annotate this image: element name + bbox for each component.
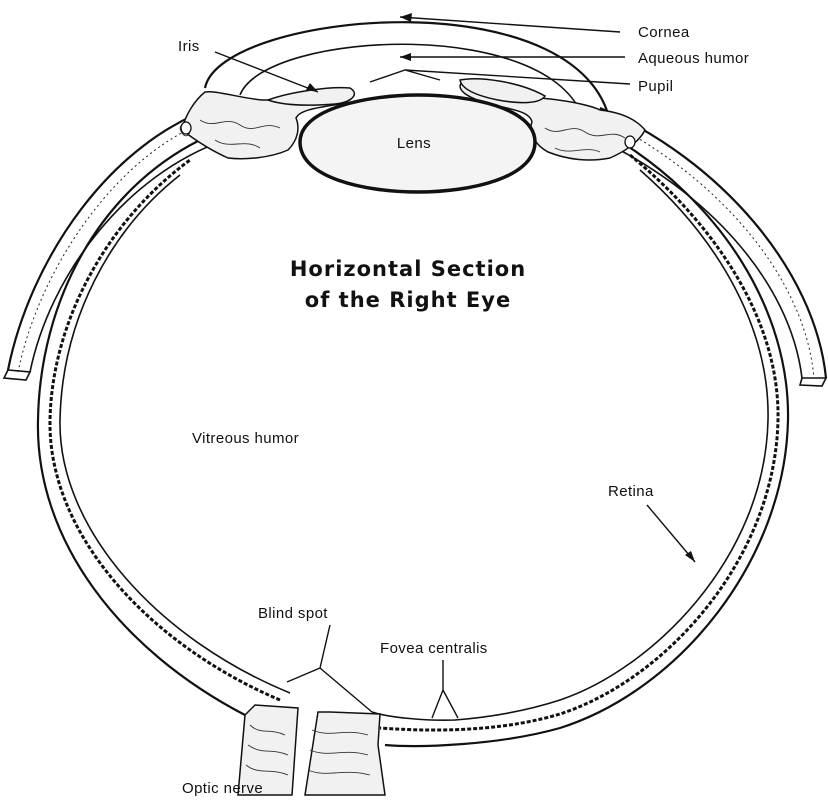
optic-nerve-fibers (245, 724, 371, 776)
retina-inner-circle (59, 174, 291, 694)
retina-hatch-left (48, 158, 281, 702)
sclera-inner-wall-left-top (29, 139, 226, 373)
sclera-outer-circle (36, 139, 246, 716)
label-blind-spot: Blind spot (258, 605, 328, 622)
pupil-pointer (369, 69, 631, 85)
label-lens: Lens (397, 135, 431, 152)
ciliary-detail-right (544, 127, 626, 153)
label-retina: Retina (608, 483, 654, 500)
cornea-pointer (399, 16, 621, 33)
retina-hatch-right (379, 153, 780, 732)
iris-left-shape (265, 86, 356, 106)
diagram-title-line2: of the Right Eye (305, 288, 511, 312)
optic-nerve-right-part (304, 711, 386, 796)
label-pupil: Pupil (638, 78, 673, 95)
sclera-inner-wall-right-top (599, 139, 803, 379)
sclera-outer-wall (6, 103, 221, 371)
iris-right-shape (459, 78, 547, 104)
label-iris: Iris (178, 38, 200, 55)
label-vitreous-humor: Vitreous humor (192, 430, 299, 447)
sclera-outer-circle-right (384, 134, 790, 748)
cornea-arrowhead (400, 13, 412, 22)
aqueous-arrowhead (400, 53, 411, 61)
label-fovea-centralis: Fovea centralis (380, 640, 488, 657)
retina-pointer (646, 504, 696, 563)
choroid-dots-left (17, 117, 216, 373)
fovea-pointer (431, 660, 459, 719)
iris-arrowhead (306, 83, 318, 92)
canal-right (624, 135, 636, 149)
sclera-outer-wall-right (599, 106, 828, 379)
label-optic-nerve: Optic nerve (182, 780, 263, 797)
canal-left (180, 121, 192, 135)
diagram-title-line1: Horizontal Section (290, 257, 526, 281)
label-aqueous-humor: Aqueous humor (638, 50, 749, 67)
lens-shape (298, 93, 537, 194)
iris-pointer (214, 51, 319, 93)
label-cornea: Cornea (638, 24, 690, 41)
sclera-cut-left (2, 369, 32, 381)
choroid-dots-right (604, 119, 815, 379)
sclera-cut-right (798, 377, 828, 387)
blind-spot-pointer (286, 624, 373, 713)
retina-arrowhead (685, 551, 695, 562)
retina-inner-circle-right (371, 169, 769, 721)
